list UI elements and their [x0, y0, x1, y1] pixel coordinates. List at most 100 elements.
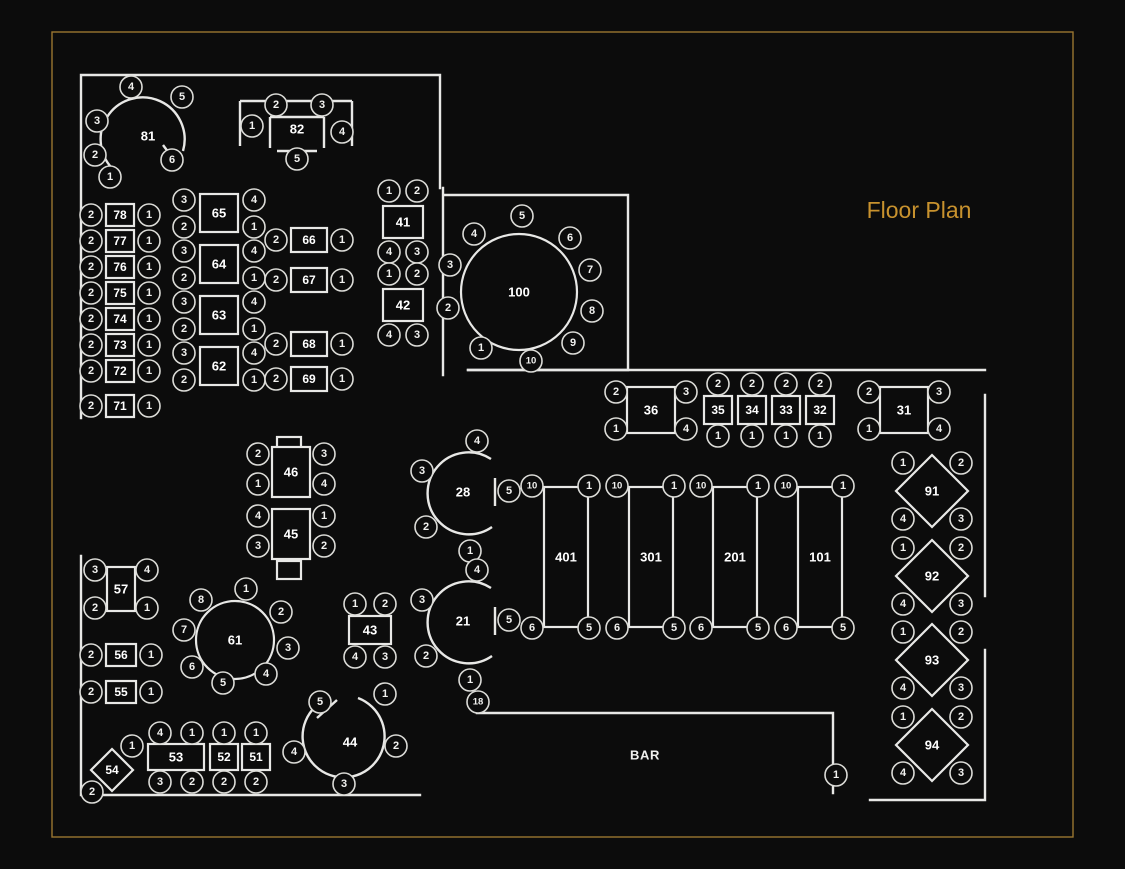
- seat[interactable]: [462, 222, 486, 246]
- seat[interactable]: [746, 616, 770, 640]
- table-92[interactable]: 92 1 2 4 3: [891, 536, 973, 616]
- seat[interactable]: [212, 770, 236, 794]
- seat[interactable]: [466, 690, 490, 714]
- table-28[interactable]: 28 4 3 2 1 5: [410, 429, 521, 563]
- table-52[interactable]: 52 1 2: [208, 721, 240, 794]
- table-67[interactable]: 67 2 1: [264, 266, 354, 294]
- seat[interactable]: [831, 616, 855, 640]
- seat[interactable]: [242, 341, 266, 365]
- seat[interactable]: [85, 109, 109, 133]
- seat[interactable]: [857, 380, 881, 404]
- seat[interactable]: [949, 705, 973, 729]
- seat[interactable]: [172, 317, 196, 341]
- table-66[interactable]: 66 2 1: [264, 226, 354, 254]
- seat[interactable]: [264, 332, 288, 356]
- table-100[interactable]: 100 5 6 7 8 9 10 1 2 3 4: [436, 204, 604, 373]
- seat[interactable]: [180, 770, 204, 794]
- table-57[interactable]: 57 3 4 2 1: [83, 558, 159, 620]
- seat[interactable]: [377, 262, 401, 286]
- seat[interactable]: [170, 85, 194, 109]
- seat[interactable]: [414, 644, 438, 668]
- seat[interactable]: [212, 721, 236, 745]
- seat[interactable]: [246, 472, 270, 496]
- seat[interactable]: [662, 474, 686, 498]
- seat[interactable]: [246, 504, 270, 528]
- seat[interactable]: [148, 770, 172, 794]
- table-55[interactable]: 55 2 1: [79, 679, 163, 705]
- seat[interactable]: [740, 372, 764, 396]
- table-43[interactable]: 43 1 2 4 3: [343, 592, 397, 669]
- table-64[interactable]: 64 3 4 2 1: [172, 239, 266, 290]
- seat[interactable]: [927, 417, 951, 441]
- table-65[interactable]: 65 3 4 2 1: [172, 188, 266, 239]
- seat[interactable]: [160, 148, 184, 172]
- seat[interactable]: [558, 226, 582, 250]
- table-53[interactable]: 53 4 1 3 2: [146, 721, 206, 794]
- seat[interactable]: [242, 188, 266, 212]
- table-81[interactable]: 81 4 5 3 2 1 6: [83, 75, 194, 189]
- seat[interactable]: [746, 474, 770, 498]
- table-301[interactable]: 301 10 1 6 5: [605, 474, 686, 640]
- seat[interactable]: [414, 515, 438, 539]
- seat[interactable]: [774, 372, 798, 396]
- seat[interactable]: [561, 331, 585, 355]
- table-101[interactable]: 101 10 1 6 5: [774, 474, 855, 640]
- seat[interactable]: [98, 165, 122, 189]
- seat[interactable]: [242, 317, 266, 341]
- seat[interactable]: [604, 380, 628, 404]
- table-76[interactable]: 76 2 1: [79, 254, 161, 280]
- table-68[interactable]: 68 2 1: [264, 330, 354, 358]
- seat[interactable]: [234, 577, 258, 601]
- seat[interactable]: [438, 253, 462, 277]
- seat[interactable]: [79, 229, 103, 253]
- seat[interactable]: [137, 307, 161, 331]
- seat[interactable]: [605, 616, 629, 640]
- seat[interactable]: [242, 215, 266, 239]
- table-21[interactable]: 21 4 3 2 1 5: [410, 558, 521, 692]
- table-56[interactable]: 56 2 1: [79, 642, 163, 668]
- seat[interactable]: [577, 616, 601, 640]
- seat[interactable]: [79, 680, 103, 704]
- seat[interactable]: [180, 721, 204, 745]
- seat[interactable]: [137, 359, 161, 383]
- seat[interactable]: [857, 417, 881, 441]
- table-94[interactable]: 94 1 2 4 3: [891, 705, 973, 785]
- seat[interactable]: [332, 772, 356, 796]
- seat[interactable]: [264, 268, 288, 292]
- seat[interactable]: [172, 618, 196, 642]
- seat[interactable]: [343, 645, 367, 669]
- seat[interactable]: [891, 451, 915, 475]
- seat[interactable]: [520, 616, 544, 640]
- seat[interactable]: [308, 690, 332, 714]
- seat[interactable]: [519, 349, 543, 373]
- seat[interactable]: [605, 474, 629, 498]
- seat[interactable]: [264, 367, 288, 391]
- seat[interactable]: [137, 281, 161, 305]
- table-36[interactable]: 36 2 3 1 4: [604, 380, 698, 441]
- seat[interactable]: [79, 255, 103, 279]
- seat[interactable]: [285, 147, 309, 171]
- seat[interactable]: [774, 474, 798, 498]
- table-401[interactable]: 401 10 1 6 5: [520, 474, 601, 640]
- seat[interactable]: [79, 307, 103, 331]
- seat[interactable]: [254, 662, 278, 686]
- table-54[interactable]: 54 1 2: [80, 734, 144, 804]
- table-34[interactable]: 34 2 1: [736, 372, 768, 448]
- seat[interactable]: [244, 770, 268, 794]
- table-44[interactable]: 44 1 2 3 4 5: [282, 682, 408, 796]
- seat[interactable]: [706, 372, 730, 396]
- seat[interactable]: [891, 507, 915, 531]
- seat[interactable]: [79, 643, 103, 667]
- seat[interactable]: [137, 333, 161, 357]
- seat[interactable]: [520, 474, 544, 498]
- seat[interactable]: [172, 368, 196, 392]
- seat[interactable]: [808, 372, 832, 396]
- seat[interactable]: [172, 290, 196, 314]
- seat[interactable]: [139, 643, 163, 667]
- seat[interactable]: [377, 323, 401, 347]
- table-32[interactable]: 32 2 1: [804, 372, 836, 448]
- seat[interactable]: [330, 332, 354, 356]
- table-46[interactable]: 46 2 3 1 4: [246, 442, 336, 499]
- seat[interactable]: [410, 588, 434, 612]
- seat[interactable]: [436, 296, 460, 320]
